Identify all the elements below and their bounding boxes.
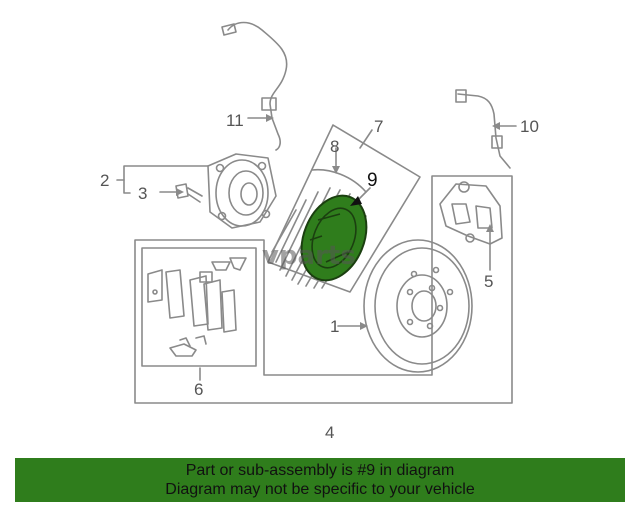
watermark: vparts xyxy=(262,241,356,271)
callout-6: 6 xyxy=(194,380,203,399)
callout-9-arrow xyxy=(350,196,362,206)
caliper-5 xyxy=(439,181,503,245)
info-banner: Part or sub-assembly is #9 in diagram Di… xyxy=(15,458,625,502)
callout-3: 3 xyxy=(138,184,147,203)
abs-sensor-wire-11 xyxy=(227,21,288,151)
banner-line-2: Diagram may not be specific to your vehi… xyxy=(165,481,475,498)
callout-4: 4 xyxy=(325,423,334,442)
callout-9: 9 xyxy=(367,170,378,191)
callout-11: 11 xyxy=(226,111,244,130)
brake-shoe-kit-9-highlighted[interactable] xyxy=(290,186,379,290)
leader-lines xyxy=(116,117,517,381)
brake-pads-6 xyxy=(147,257,247,357)
banner-line-1: Part or sub-assembly is #9 in diagram xyxy=(185,462,455,479)
leader-arrowheads xyxy=(176,114,500,330)
callout-5: 5 xyxy=(484,272,493,291)
callout-10: 10 xyxy=(520,117,539,136)
hub-bearing-2 xyxy=(207,153,277,229)
parts-diagram: vparts 1 2 3 4 5 6 7 8 9 10 11 xyxy=(100,21,539,442)
callout-1: 1 xyxy=(330,317,339,336)
pad-kit-box-6 xyxy=(141,247,257,367)
assembly-outline-4 xyxy=(134,175,513,404)
callout-2: 2 xyxy=(100,171,109,190)
callout-8: 8 xyxy=(330,137,339,156)
brake-rotor-1 xyxy=(363,239,473,373)
backing-plate-frame-7 xyxy=(267,124,421,293)
brake-hose-10 xyxy=(457,93,511,169)
callout-7: 7 xyxy=(374,117,383,136)
